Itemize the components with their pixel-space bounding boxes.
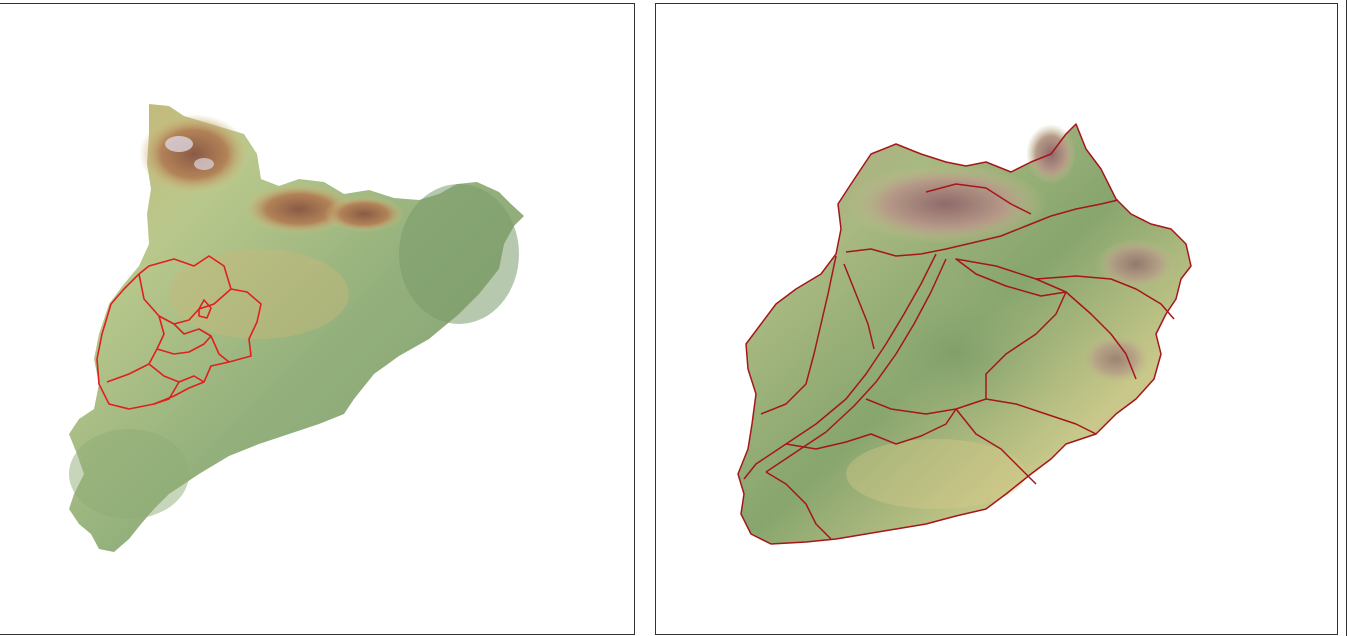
right-map-panel: [655, 3, 1338, 635]
right-boundary-central: [865, 291, 1067, 415]
right-boundary-south-1: [785, 408, 957, 450]
left-boundaries: [96, 255, 262, 410]
right-boundary-corridor-1: [743, 253, 937, 480]
left-peak-1: [165, 136, 193, 152]
left-mountain-zone-3: [324, 196, 404, 232]
left-south-lowland: [69, 429, 189, 519]
left-mountain-zone-1: [139, 114, 249, 194]
left-map-panel: [0, 3, 635, 635]
left-relief-map: [69, 104, 524, 552]
left-boundary-inner-3: [173, 323, 230, 363]
left-mountain-zone-2: [244, 184, 354, 234]
right-central-plain: [846, 274, 1066, 434]
right-northern-highland: [846, 164, 1046, 244]
left-boundary-outer: [96, 255, 262, 410]
left-peak-2: [194, 158, 214, 170]
right-boundary-corridor-2: [765, 258, 947, 473]
left-boundary-inner-2: [106, 315, 165, 383]
left-coastal-lowland: [399, 184, 519, 324]
left-upland-zone: [169, 249, 349, 339]
left-boundary-inner-7: [153, 381, 180, 405]
right-boundary-east-inner: [1065, 291, 1137, 380]
right-boundary-southwest: [765, 471, 832, 540]
left-boundary-inner-6: [198, 299, 212, 319]
right-boundary-lens: [955, 258, 1067, 297]
right-east-highland: [1096, 239, 1176, 289]
left-boundary-inner-4: [156, 335, 212, 355]
right-southern-upland: [846, 439, 1026, 509]
left-boundary-inner-1: [138, 273, 232, 325]
right-boundary-west-split: [760, 255, 837, 415]
right-relief-map: [737, 123, 1192, 545]
right-edge-divider: [1346, 0, 1347, 636]
right-boundary-northern-band: [845, 199, 1119, 257]
right-boundary-west-inner: [843, 263, 875, 350]
right-boundary-south-3: [985, 398, 1097, 435]
right-boundary-east-band: [1035, 275, 1175, 320]
right-boundary-south-2: [955, 408, 1037, 485]
right-boundaries: [737, 123, 1192, 545]
right-boundary-north-inner: [925, 183, 1032, 215]
right-boundary-outer: [737, 123, 1192, 545]
